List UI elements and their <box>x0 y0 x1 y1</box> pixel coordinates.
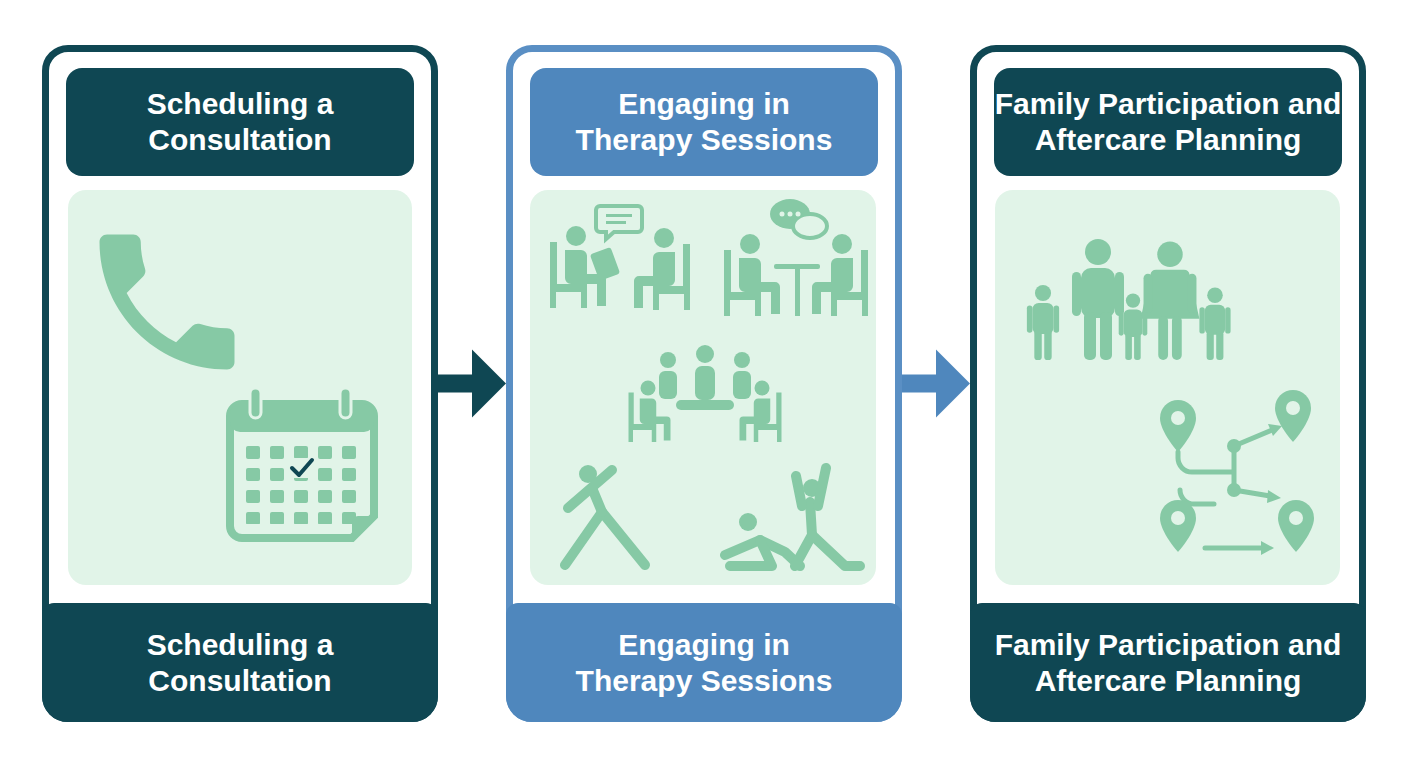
route-line <box>1234 490 1270 496</box>
adult-figure <box>1141 241 1200 360</box>
person-head <box>660 352 676 368</box>
route-arrowhead <box>1268 424 1282 436</box>
child-figure <box>1199 287 1230 360</box>
footer-band: Engaging in Therapy Sessions <box>506 603 902 722</box>
illustration-area <box>68 190 412 585</box>
seated-person <box>724 234 780 316</box>
yoga-legs <box>565 512 645 565</box>
speech-bubble <box>596 206 642 239</box>
seated-person <box>812 234 868 316</box>
map-pin <box>1278 500 1314 552</box>
seated-person <box>740 381 782 443</box>
calendar-header <box>230 404 374 432</box>
yoga-pair <box>725 468 860 566</box>
family-group <box>1027 239 1231 360</box>
map-pins <box>1160 390 1314 552</box>
person-head <box>579 465 597 483</box>
seated-person <box>634 228 690 310</box>
route-arrowhead <box>1267 490 1281 503</box>
flow-arrow <box>902 350 970 418</box>
map-pin <box>1275 390 1311 442</box>
bubble-line <box>606 221 626 224</box>
person-body <box>695 366 715 400</box>
yoga-body <box>795 502 812 566</box>
flow-arrow <box>438 350 506 418</box>
step-caption: Family Participation and Aftercare Plann… <box>988 627 1348 699</box>
step-panel: Family Participation and Aftercare Plann… <box>970 45 1366 722</box>
step-title: Scheduling a Consultation <box>90 86 390 158</box>
aftercare-route <box>1160 390 1314 555</box>
route-line <box>1234 430 1272 446</box>
header-band: Scheduling a Consultation <box>66 68 414 176</box>
person-head <box>696 345 714 363</box>
route-arrowhead <box>1261 541 1274 555</box>
map-pin <box>1160 400 1196 452</box>
bubble-dot <box>788 212 793 217</box>
table-top <box>774 264 820 269</box>
route-line <box>1232 446 1237 490</box>
person-head <box>734 352 750 368</box>
calendar-fold <box>352 516 374 538</box>
yoga-arms <box>796 468 826 506</box>
bubble-dot <box>796 212 801 217</box>
seated-person <box>550 226 606 308</box>
calendar-ring <box>340 388 351 418</box>
illustration-area <box>995 190 1340 585</box>
header-band: Family Participation and Aftercare Plann… <box>994 68 1342 176</box>
arrow-head <box>936 350 970 418</box>
calendar-grid <box>246 446 362 524</box>
table-leg <box>795 266 800 316</box>
yoga-arms <box>568 470 612 508</box>
check-mark <box>292 460 312 475</box>
step-caption: Scheduling a Consultation <box>90 627 390 699</box>
phone-icon <box>100 235 235 370</box>
calendar-icon <box>230 388 374 538</box>
person-head <box>803 479 821 497</box>
illustration-area <box>530 190 876 585</box>
person-body <box>733 371 751 399</box>
step-panel: Scheduling a ConsultationScheduling a Co… <box>42 45 438 722</box>
step-title: Family Participation and Aftercare Plann… <box>994 86 1342 158</box>
route-node <box>1227 439 1241 453</box>
step-caption: Engaging in Therapy Sessions <box>564 627 844 699</box>
speech-bubble <box>793 214 827 238</box>
header-band: Engaging in Therapy Sessions <box>530 68 878 176</box>
child-figure <box>1119 293 1148 360</box>
calendar-body <box>230 404 374 538</box>
route-node <box>1227 483 1241 497</box>
group-circle <box>629 345 782 442</box>
yoga-body <box>725 540 800 566</box>
arrow-shaft <box>902 375 936 393</box>
yoga-torso <box>592 488 602 512</box>
yoga-legs <box>812 535 860 566</box>
arrow-shaft <box>438 375 472 393</box>
group-floor <box>676 400 734 410</box>
speech-bubble <box>770 199 810 229</box>
seated-person <box>629 381 671 443</box>
route-line <box>1180 490 1214 504</box>
step-title: Engaging in Therapy Sessions <box>564 86 844 158</box>
footer-band: Scheduling a Consultation <box>42 603 438 722</box>
route-lines <box>1178 430 1272 548</box>
route-line <box>1178 452 1232 472</box>
bubble-line <box>606 214 632 217</box>
child-figure <box>1027 285 1059 360</box>
yoga-figure <box>565 465 645 565</box>
counseling-pair <box>550 206 690 310</box>
map-pin <box>1160 500 1196 552</box>
adult-figure <box>1072 239 1124 360</box>
bubble-dot <box>780 212 785 217</box>
route-line <box>1205 546 1262 551</box>
arrow-head <box>472 350 506 418</box>
footer-band: Family Participation and Aftercare Plann… <box>970 603 1366 722</box>
notepad <box>590 247 620 281</box>
person-head <box>739 513 757 531</box>
calendar-ring <box>250 388 261 418</box>
person-body <box>659 371 677 399</box>
conversation-pair <box>724 199 868 316</box>
step-panel: Engaging in Therapy SessionsEngaging in … <box>506 45 902 722</box>
yoga-legs <box>730 540 772 566</box>
calendar-cell-blank <box>292 458 312 478</box>
